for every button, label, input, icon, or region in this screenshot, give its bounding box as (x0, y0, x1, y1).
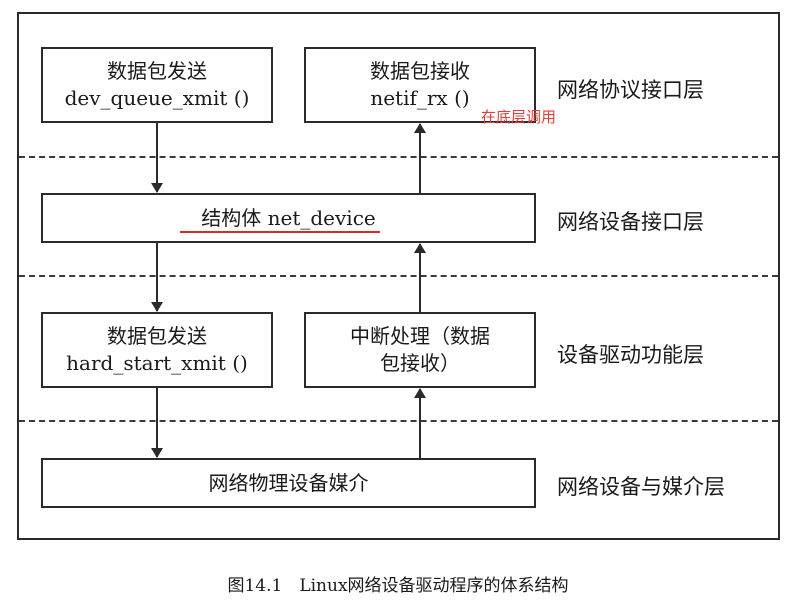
box-recv-top-func: netif_rx () (370, 86, 470, 110)
layer-label-driver: 设备驱动功能层 (557, 343, 704, 367)
layer-divider-2 (19, 275, 778, 277)
box-interrupt-line2: 包接收） (380, 351, 460, 375)
figure-caption: 图14.1 Linux网络设备驱动程序的体系结构 (227, 576, 569, 596)
box-send-mid-func: hard_start_xmit () (66, 351, 248, 375)
layer-label-device-interface: 网络设备接口层 (557, 210, 704, 234)
box-send-top-title: 数据包发送 (107, 59, 207, 83)
red-underline (180, 231, 380, 233)
diagram-frame (17, 12, 780, 540)
box-media: 网络物理设备媒介 (41, 458, 536, 508)
box-net-device: 结构体 net_device (41, 193, 536, 243)
layer-label-protocol: 网络协议接口层 (557, 78, 704, 102)
box-recv-top-title: 数据包接收 (370, 59, 470, 83)
layer-label-media: 网络设备与媒介层 (557, 475, 725, 499)
box-net-device-label: 结构体 net_device (201, 205, 376, 230)
box-interrupt-line1: 中断处理（数据 (350, 324, 490, 348)
box-interrupt: 中断处理（数据 包接收） (304, 312, 536, 388)
box-media-label: 网络物理设备媒介 (208, 470, 369, 495)
box-send-mid: 数据包发送 hard_start_xmit () (41, 312, 273, 388)
box-send-top: 数据包发送 dev_queue_xmit () (41, 47, 273, 123)
layer-divider-3 (19, 420, 778, 422)
box-recv-top: 数据包接收 netif_rx () (304, 47, 536, 123)
box-send-mid-title: 数据包发送 (107, 324, 207, 348)
annotation-text: 在底层调用 (481, 108, 557, 126)
box-send-top-func: dev_queue_xmit () (64, 86, 250, 110)
layer-divider-1 (19, 156, 778, 158)
